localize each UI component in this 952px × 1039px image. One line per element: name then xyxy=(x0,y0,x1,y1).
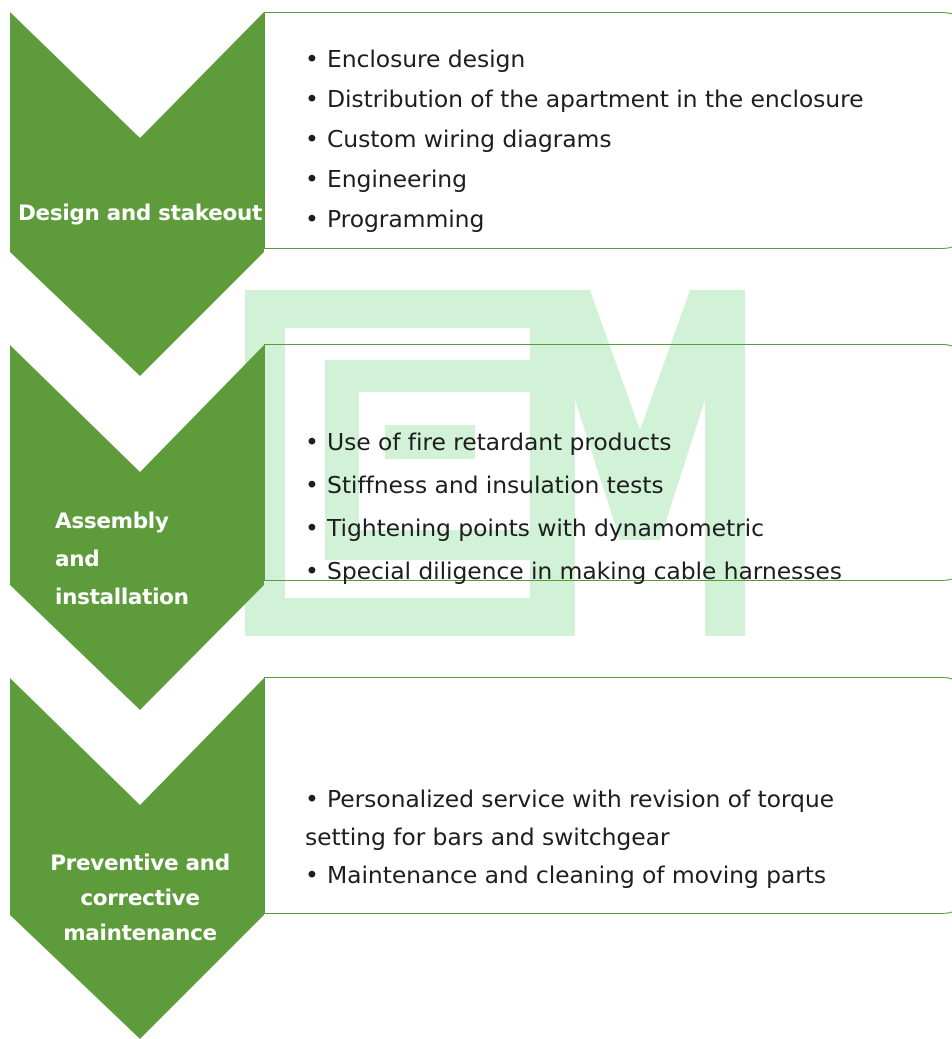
bullet-item: Maintenance and cleaning of moving parts xyxy=(305,856,952,894)
stage-label-line: installation xyxy=(55,585,189,610)
stage-label: Preventive and corrective maintenance xyxy=(42,846,238,951)
bullet-item: Tightening points with dynamometric xyxy=(305,507,952,550)
stage-label: Design and stakeout xyxy=(18,201,263,226)
bullet-item: Stiffness and insulation tests xyxy=(305,464,952,507)
stage-chevron xyxy=(10,12,264,376)
stage-chevron xyxy=(10,678,264,1039)
stage-label-line: and xyxy=(55,547,100,572)
stage-label-line: Assembly xyxy=(55,509,169,534)
bullet-item: Engineering xyxy=(305,159,952,199)
bullet-item: Custom wiring diagrams xyxy=(305,119,952,159)
stage-chevron xyxy=(10,345,264,710)
bullet-item: Enclosure design xyxy=(305,39,952,79)
stage-card: Personalized service with revision of to… xyxy=(264,677,952,914)
stage-label-line: corrective xyxy=(80,886,200,911)
bullet-item: Distribution of the apartment in the enc… xyxy=(305,79,952,119)
stage-design: Design and stakeout Enclosure design Dis… xyxy=(0,0,952,380)
stage-card: Use of fire retardant products Stiffness… xyxy=(264,344,952,593)
stage-assembly: Assembly and installation Use of fire re… xyxy=(0,0,952,720)
bullet-text-continuation: setting for bars and switchgear xyxy=(305,823,670,851)
bullet-text: Personalized service with revision of to… xyxy=(327,785,834,813)
bullet-item: Personalized service with revision of to… xyxy=(305,780,952,856)
stage-label-line: Preventive and xyxy=(50,851,230,876)
bullet-item: Use of fire retardant products xyxy=(305,421,952,464)
bullet-item: Special diligence in making cable harnes… xyxy=(305,550,952,593)
bullet-item: Programming xyxy=(305,199,952,239)
stage-card: Enclosure design Distribution of the apa… xyxy=(264,12,952,249)
stage-label: Assembly and installation xyxy=(55,503,189,617)
stage-label-line: maintenance xyxy=(63,921,217,946)
